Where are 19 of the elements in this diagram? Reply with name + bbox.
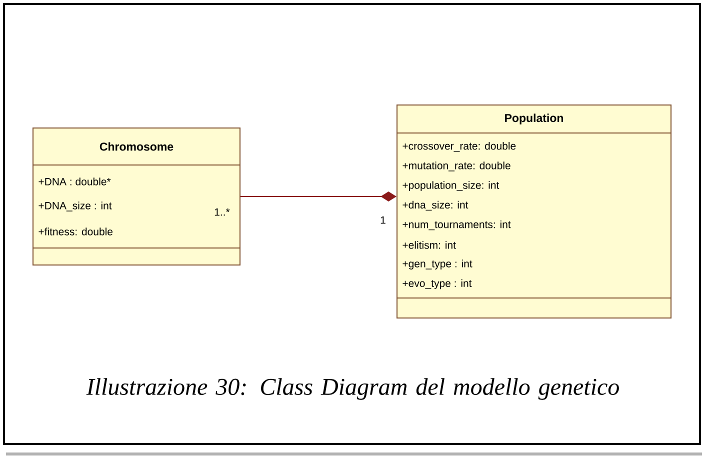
attribute-text: +gen_type : int: [402, 260, 472, 270]
caption: Illustrazione 30: Class Diagram del modello genetico: [86, 378, 619, 400]
multiplicity-label: 1: [380, 216, 386, 224]
attribute-text: +crossover_rate: double: [402, 142, 516, 152]
multiplicity-label: 1..*: [214, 208, 230, 216]
attribute-text: +fitness: double: [38, 228, 113, 236]
attribute-text: +population_size: int: [402, 181, 500, 191]
attribute-text: +mutation_rate: double: [402, 162, 510, 172]
class-name: Population: [505, 114, 563, 124]
attribute-text: +num_tournaments: int: [402, 220, 511, 230]
attribute-text: +evo_type : int: [402, 279, 472, 290]
composition-line: [240, 192, 396, 202]
class-name: Chromosome: [100, 142, 174, 151]
class-box: [32, 128, 240, 266]
attribute-text: +DNA_size : int: [38, 202, 112, 212]
attribute-text: +elitism: int: [402, 241, 456, 249]
attribute-text: +dna_size: int: [402, 200, 468, 211]
attribute-text: +DNA : double*: [38, 178, 111, 186]
class-box: [396, 104, 672, 318]
